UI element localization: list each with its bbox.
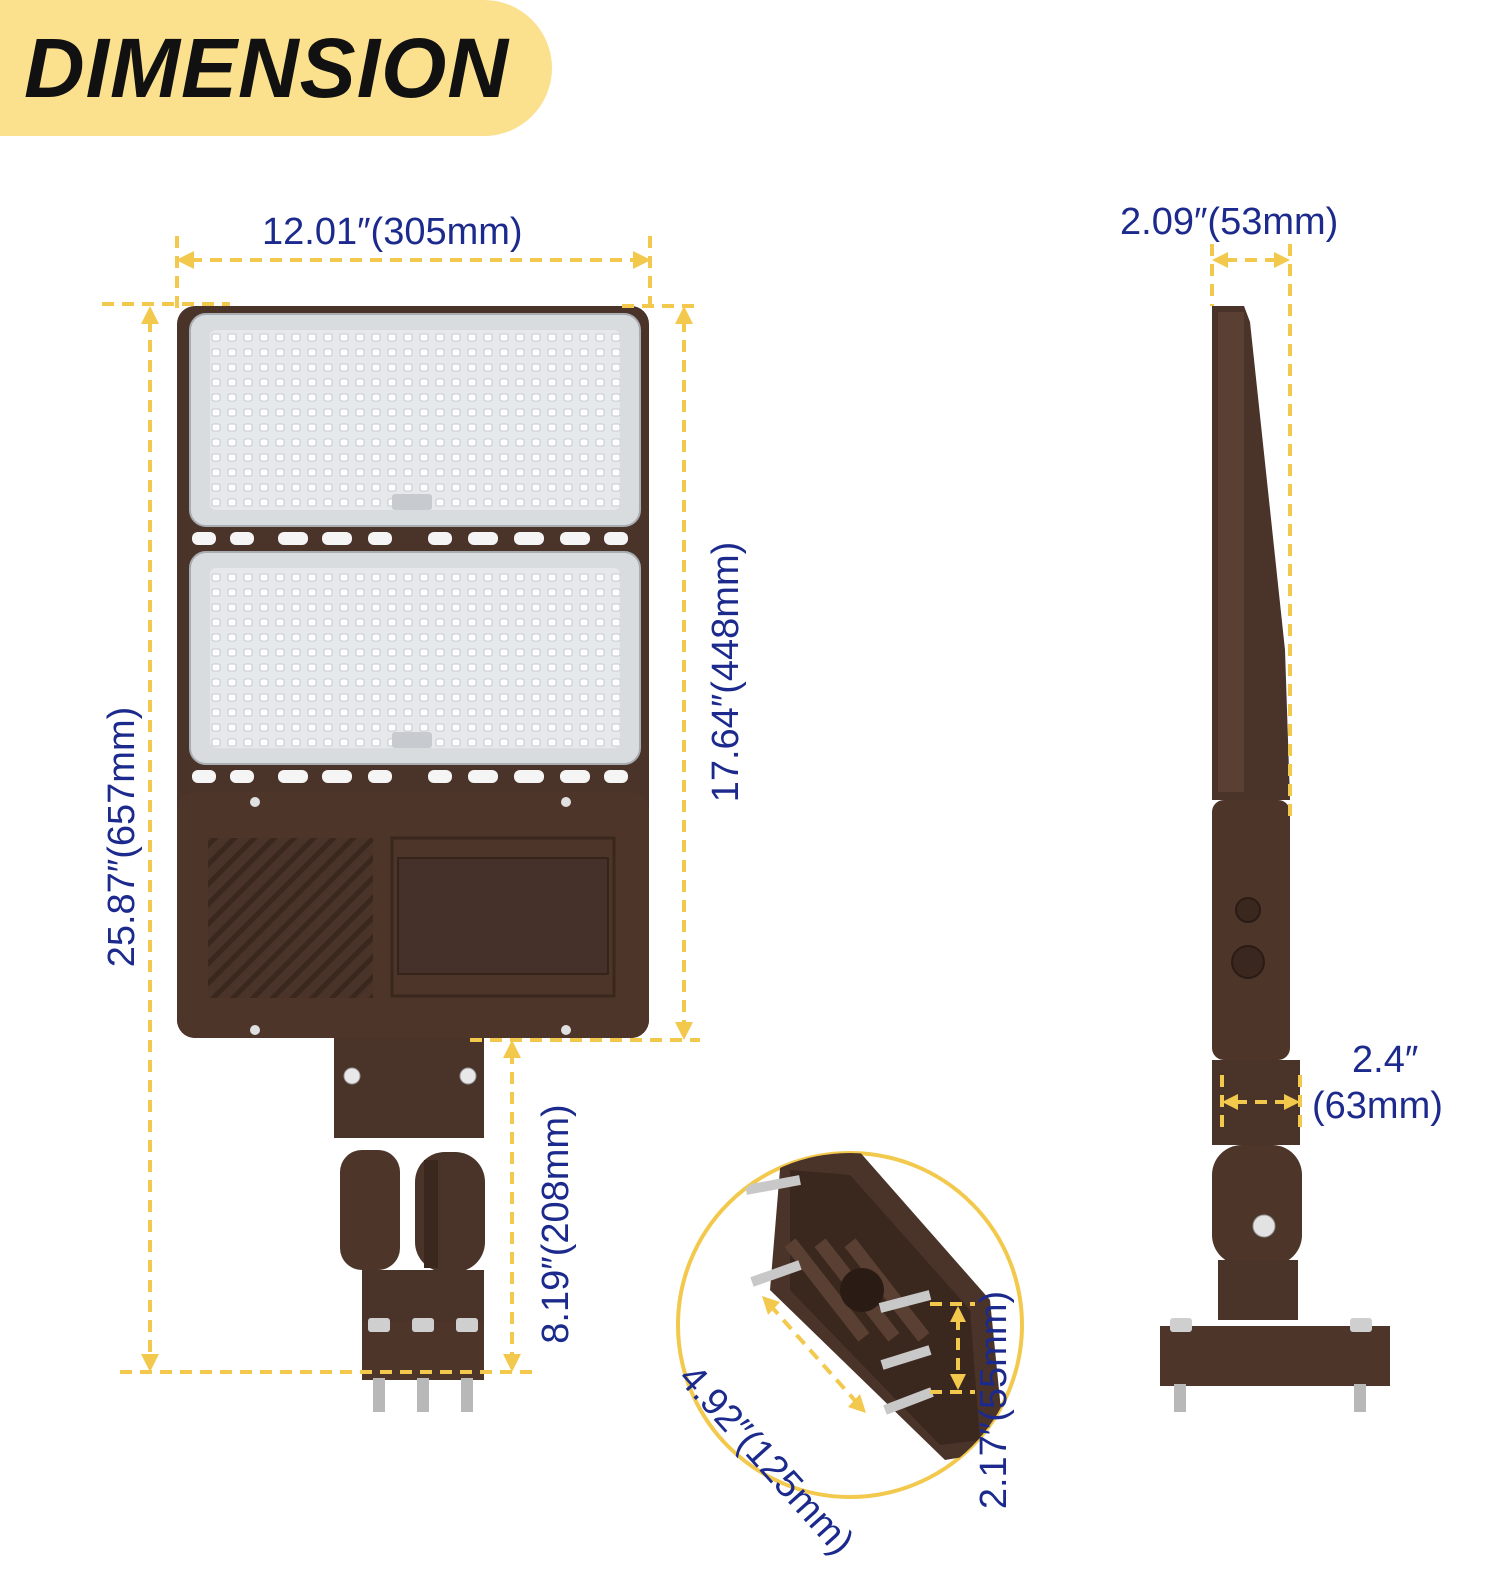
mount-width-label: 2.17″(55mm)	[973, 1290, 1015, 1510]
total-height-label: 25.87″(657mm)	[101, 706, 143, 968]
bracket-depth-mm-label: (63mm)	[1312, 1085, 1443, 1127]
mount-bracket-plate	[334, 1038, 484, 1138]
diagram-canvas	[102, 236, 1390, 1499]
width-front-label: 12.01″(305mm)	[262, 211, 523, 253]
shoebox-light-side-icon	[1160, 306, 1390, 1412]
dimension-arrowheads	[141, 251, 1300, 1413]
bracket-depth-inch-label: 2.4″	[1352, 1039, 1419, 1081]
housing-height-label-visible: 17.64″(448mm)	[705, 541, 747, 803]
vent-row-2	[192, 770, 628, 783]
heat-sink-fins	[208, 838, 373, 998]
bracket-height-label: 8.19″(208mm)	[535, 1104, 577, 1344]
page-title: DIMENSION	[24, 21, 510, 115]
side-depth-label: 2.09″(53mm)	[1120, 201, 1339, 243]
vent-row-1	[192, 532, 628, 545]
slip-fitter-bracket-icon	[676, 1151, 1024, 1499]
slip-fitter	[362, 1270, 484, 1322]
dimension-lines	[102, 236, 1302, 1406]
led-array-bottom	[210, 568, 620, 748]
title-banner: DIMENSION	[0, 0, 552, 136]
knuckle-joint	[340, 1150, 400, 1270]
shoebox-light-front-icon	[177, 306, 649, 1412]
led-array-top	[210, 330, 620, 510]
